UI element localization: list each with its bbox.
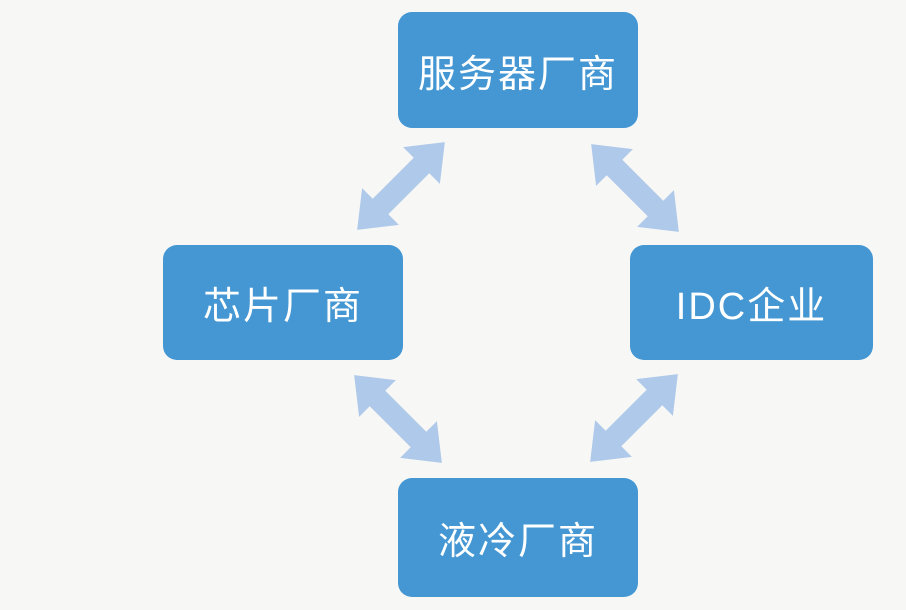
node-liquid-cooling-vendor-label: 液冷厂商 <box>437 521 598 563</box>
node-liquid-cooling-vendor: 液冷厂商 <box>398 478 638 597</box>
bidirectional-arrow-liquid-idc <box>570 354 697 481</box>
node-chip-vendor-label: 芯片厂商 <box>202 286 363 328</box>
double-arrow-icon <box>354 375 442 463</box>
double-arrow-icon <box>591 144 679 232</box>
double-arrow-icon <box>357 142 445 230</box>
bidirectional-arrow-server-idc <box>571 124 698 251</box>
node-idc-enterprise-label: IDC企业 <box>675 286 828 328</box>
node-idc-enterprise: IDC企业 <box>630 245 873 360</box>
bidirectional-arrow-chip-liquid <box>334 355 461 482</box>
double-arrow-icon <box>590 374 678 462</box>
bidirectional-arrow-chip-server <box>337 122 464 249</box>
node-server-vendor: 服务器厂商 <box>398 12 638 128</box>
node-server-vendor-label: 服务器厂商 <box>417 53 618 96</box>
node-chip-vendor: 芯片厂商 <box>163 245 403 360</box>
